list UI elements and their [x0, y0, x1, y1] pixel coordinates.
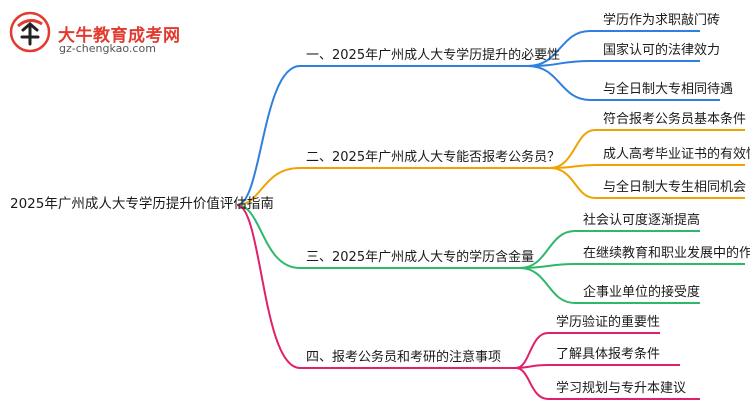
logo-mark-icon [9, 11, 51, 53]
leaf-2-1-curve [549, 129, 745, 169]
branch-4-label: 四、报考公务员和考研的注意事项 [306, 350, 502, 365]
leaf-3-1: 社会认可度逐渐提高 [583, 213, 701, 228]
branch-1-curve [236, 65, 528, 206]
leaf-2-3-curve [549, 167, 745, 199]
site-logo[interactable]: 大牛教育成考网 gz-chengkao.com [8, 8, 208, 58]
leaf-1-2-curve [527, 60, 700, 67]
leaf-4-3-curve [515, 367, 700, 400]
root-topic: 2025年广州成人大专学历提升价值评估指南 [10, 196, 274, 212]
leaf-1-1: 学历作为求职敲门砖 [603, 13, 721, 28]
leaf-4-3: 学习规划与专升本建议 [556, 381, 687, 396]
branch-3-label: 三、2025年广州成人大专的学历含金量 [306, 250, 535, 265]
leaf-3-1-curve [519, 230, 700, 269]
leaf-2-2-curve [549, 164, 745, 169]
branch-2-label: 二、2025年广州成人大专能否报考公务员？ [306, 150, 561, 165]
leaf-3-3: 企事业单位的接受度 [583, 285, 701, 300]
leaf-1-2: 国家认可的法律效力 [603, 43, 721, 58]
leaf-1-3: 与全日制大专相同待遇 [603, 82, 734, 97]
leaf-3-3-curve [519, 267, 700, 304]
branch-2-curve [236, 167, 550, 206]
leaf-4-1-curve [515, 332, 660, 369]
leaf-3-2-curve [519, 263, 745, 269]
leaf-2-1: 符合报考公务员基本条件 [603, 112, 747, 127]
leaf-4-1: 学历验证的重要性 [556, 315, 661, 330]
leaf-4-2-curve [515, 364, 680, 369]
branch-4-curve [236, 204, 516, 369]
leaf-1-1-curve [527, 30, 700, 67]
leaf-2-3: 与全日制大专生相同机会 [603, 180, 747, 195]
branch-3-curve [236, 204, 520, 269]
leaf-1-3-curve [527, 65, 720, 101]
leaf-2-2: 成人高考毕业证书的有效性 [603, 147, 750, 162]
logo-url: gz-chengkao.com [59, 42, 156, 55]
leaf-4-2: 了解具体报考条件 [556, 347, 661, 362]
logo-title: 大牛教育成考网 [58, 26, 181, 46]
leaf-3-2: 在继续教育和职业发展中的作用 [583, 246, 750, 261]
branch-1-label: 一、2025年广州成人大专学历提升的必要性 [306, 48, 561, 63]
